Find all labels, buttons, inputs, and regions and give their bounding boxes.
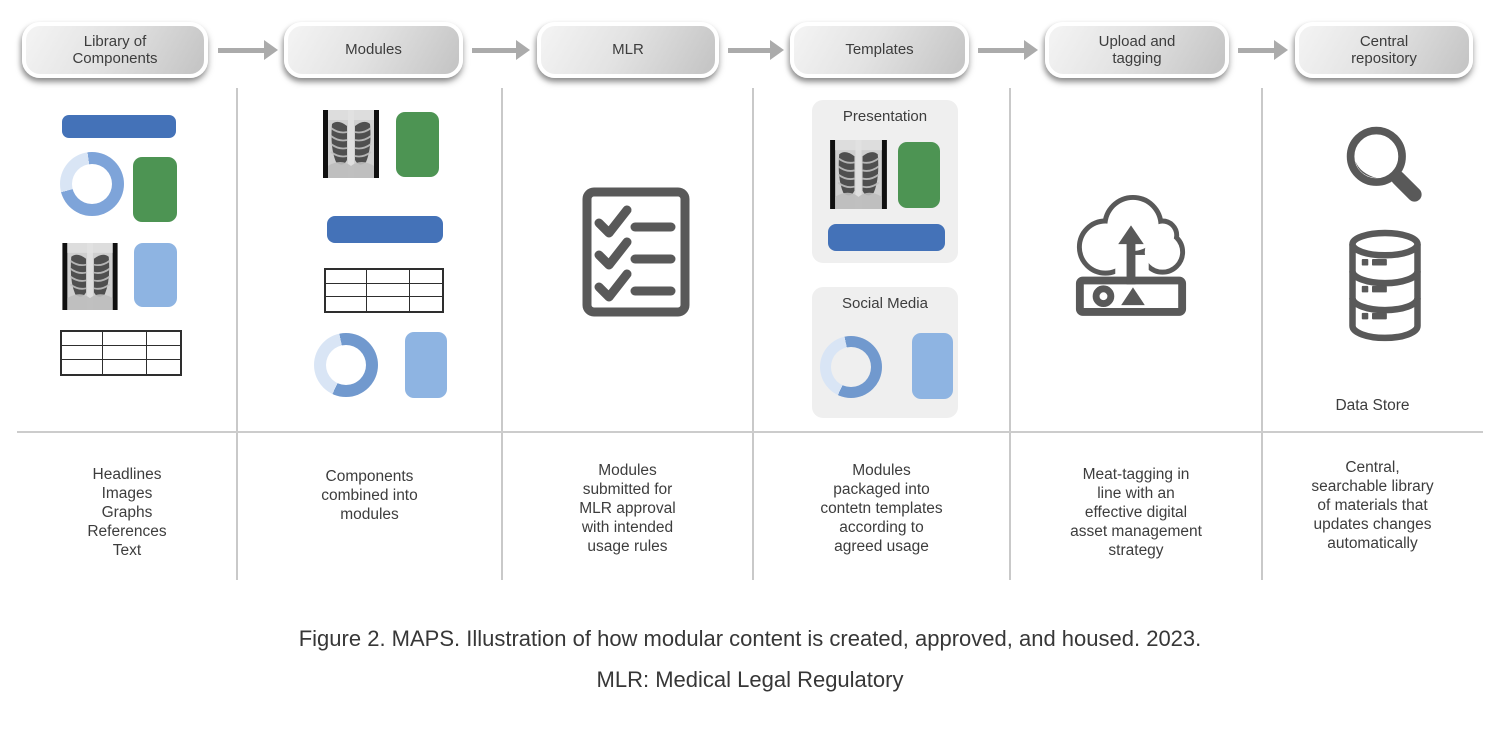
table-shape [324,268,444,313]
table-shape [60,330,182,376]
column-divider [1009,88,1011,580]
search-icon [1346,126,1422,202]
arrow-right-icon [1238,39,1288,61]
column-divider [752,88,754,580]
xray-image [830,140,887,209]
arrow-right-icon [728,39,784,61]
stage-description-modules: Components combined into modules [321,468,418,523]
stage-pill-mlr: MLR [537,22,719,78]
green-component-shape [133,157,177,222]
database-icon [1349,229,1421,342]
column-divider [1261,88,1263,580]
headline-bar-shape [62,115,176,138]
stage-pill-modules: Modules [284,22,463,78]
donut-chart-shape [60,152,124,216]
column-divider [501,88,503,580]
stage-pill-upload-and-tagging: Upload and tagging [1045,22,1229,78]
arrow-right-icon [472,39,530,61]
stage-pill-central-repository: Central repository [1295,22,1473,78]
light-blue-component-shape [405,332,447,398]
data-store-label: Data Store [1335,397,1410,414]
light-blue-component-shape [134,243,177,307]
stage-description-central: Central, searchable library of materials… [1311,459,1434,552]
stage-pill-templates: Templates [790,22,969,78]
arrow-right-icon [218,39,278,61]
xray-image [62,243,118,310]
cloud-upload-icon [1075,194,1187,316]
column-divider [236,88,238,580]
stage-description-library: Headlines Images Graphs References Text [87,466,167,559]
green-component-shape [898,142,940,208]
donut-chart-shape [820,336,882,398]
arrow-right-icon [978,39,1038,61]
light-blue-component-shape [912,333,953,399]
headline-bar-shape [327,216,443,243]
checklist-icon [582,187,690,317]
stage-description-upload: Meat-tagging in line with an effective d… [1070,466,1202,559]
stage-pill-library-of-components: Library of Components [22,22,208,78]
xray-image [322,110,380,178]
donut-chart-shape [314,333,378,397]
stage-description-mlr: Modules submitted for MLR approval with … [579,462,676,555]
green-component-shape [396,112,439,177]
figure-caption: Figure 2. MAPS. Illustration of how modu… [298,626,1202,651]
presentation-card-label: Presentation [842,108,928,125]
headline-bar-shape [828,224,945,251]
figure-caption-abbreviation: MLR: Medical Legal Regulatory [596,667,904,692]
social-media-card-label: Social Media [842,295,928,312]
row-divider [17,431,1483,433]
stage-description-templates: Modules packaged into contetn templates … [820,462,943,555]
